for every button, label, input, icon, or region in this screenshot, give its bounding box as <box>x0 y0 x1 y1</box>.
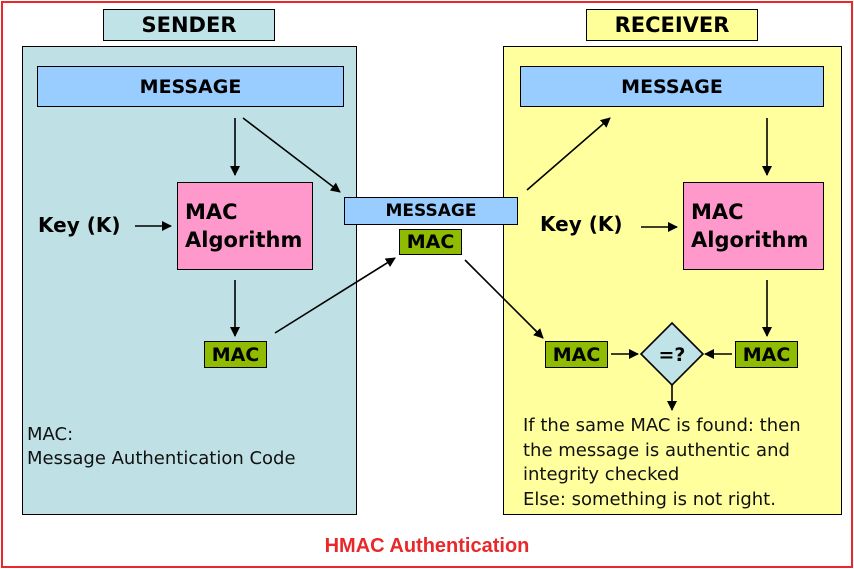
receiver-received-mac: MAC <box>545 341 608 368</box>
transmitted-message-box: MESSAGE <box>344 197 518 225</box>
sender-message-box: MESSAGE <box>37 66 344 107</box>
sender-mac-algorithm-box: MAC Algorithm <box>177 182 313 270</box>
sender-key-label: Key (K) <box>38 213 121 237</box>
sender-note-line2: Message Authentication Code <box>27 448 296 469</box>
receiver-mac-algorithm-line2: Algorithm <box>691 228 809 252</box>
receiver-mac-algorithm-box: MAC Algorithm <box>683 182 824 270</box>
sender-mac-algorithm-line2: Algorithm <box>185 228 303 252</box>
sender-note-line1: MAC: <box>27 424 74 445</box>
receiver-result-line1: If the same MAC is found: then <box>523 415 801 436</box>
receiver-message-box: MESSAGE <box>520 66 824 107</box>
receiver-key-label: Key (K) <box>540 212 623 236</box>
receiver-title: RECEIVER <box>586 9 758 41</box>
receiver-result-line3: integrity checked <box>523 464 680 485</box>
sender-note: MAC: Message Authentication Code <box>27 423 296 471</box>
receiver-computed-mac: MAC <box>735 341 798 368</box>
receiver-result-note: If the same MAC is found: then the messa… <box>523 414 801 512</box>
sender-mac-output: MAC <box>204 341 267 368</box>
receiver-mac-algorithm-line1: MAC <box>691 200 744 224</box>
receiver-result-line4: Else: something is not right. <box>523 488 776 510</box>
sender-title: SENDER <box>103 9 275 41</box>
diagram-caption: HMAC Authentication <box>324 535 530 557</box>
transmitted-mac-box: MAC <box>399 229 462 255</box>
sender-mac-algorithm-line1: MAC <box>185 200 238 224</box>
receiver-result-line2: the message is authentic and <box>523 439 790 461</box>
